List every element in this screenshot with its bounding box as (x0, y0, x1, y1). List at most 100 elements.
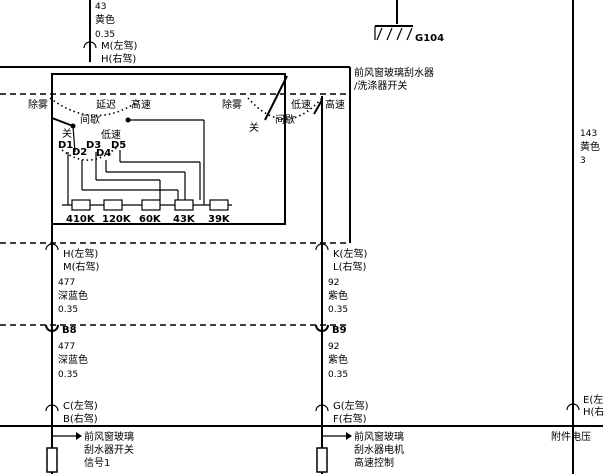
right-wire1-color: 紫色 (328, 289, 348, 302)
switch-title-line1: 前风窗玻璃刮水器 (354, 66, 434, 79)
resistor-2 (103, 199, 123, 211)
top-wire-color: 黄色 (95, 13, 115, 26)
right-wire2-color: 紫色 (328, 353, 348, 366)
right-pin-rhd: L(右驾) (333, 260, 366, 273)
left-contact-arm (51, 117, 74, 127)
right-wire1-gauge: 0.35 (328, 305, 348, 315)
right-edge-lhd: E(左 (583, 393, 603, 406)
right-wire1-number: 92 (328, 278, 339, 288)
right-pin-lhd: K(左驾) (333, 247, 367, 260)
left-pos-low: 低速 (101, 128, 121, 141)
right-pos-high: 高速 (325, 98, 345, 111)
resistor-label-2: 120K (102, 214, 132, 225)
ground-g104: G104 (374, 0, 444, 44)
diode-d2: D2 (72, 147, 87, 158)
left-arm-link (72, 125, 76, 153)
right-wire2-gauge: 0.35 (328, 370, 348, 380)
left-pos-mist: 除雾 (28, 98, 48, 111)
right-edge-color: 黄色 (580, 140, 600, 153)
ground-hatch-2 (386, 27, 393, 41)
left-pin-arc-1 (45, 243, 59, 251)
right-edge-rhd: H(右 (583, 405, 603, 418)
right-connector-label: B9 (332, 325, 347, 336)
top-wire-number: 43 (95, 2, 106, 12)
left-wire1-number: 477 (58, 278, 75, 288)
ground-label: G104 (415, 33, 444, 44)
high-node (125, 117, 131, 123)
right-edge-pin-arc (566, 403, 580, 411)
diode-d5: D5 (111, 140, 126, 151)
top-wire-group: 43 黄色 0.35 M(左驾) H(右驾) (83, 0, 138, 65)
left-contact-sweep (49, 97, 141, 117)
left-dest-line1: 前风窗玻璃 (84, 430, 134, 443)
resistor-ladder: 410K 120K 60K 43K 39K (62, 162, 232, 225)
right-bottom-lhd: G(左驾) (333, 399, 369, 412)
top-wire-gauge: 0.35 (95, 30, 115, 40)
left-branch: H(左驾) M(右驾) 477 深蓝色 0.35 B8 477 深蓝色 0.35… (45, 224, 134, 474)
resistor-label-4: 43K (173, 214, 196, 225)
left-bottom-lhd: C(左驾) (63, 399, 98, 412)
right-dest-line3: 高速控制 (354, 456, 394, 469)
right-dest-line2: 刮水器电机 (354, 443, 404, 456)
right-pos-intermittent: 间歇 (275, 113, 295, 126)
top-pin-arc (83, 41, 97, 49)
left-connector-label: B8 (62, 325, 77, 336)
right-contact-hook (313, 99, 323, 115)
right-contact-sweep (247, 97, 323, 120)
wiper-switch: 前风窗玻璃刮水器 /洗涤器开关 除雾 延迟 高速 关 间歇 低速 D1 D2 D… (0, 66, 434, 243)
resistor-3 (141, 199, 161, 211)
resistor-4 (174, 199, 194, 211)
accessory-voltage-label: 附件电压 (551, 430, 591, 443)
right-branch: K(左驾) L(右驾) 92 紫色 0.35 B9 92 紫色 0.35 G(左… (315, 238, 404, 474)
diode-d4: D4 (96, 148, 111, 159)
left-pos-high: 高速 (131, 98, 151, 111)
left-wire1-gauge: 0.35 (58, 305, 78, 315)
left-pos-off: 关 (62, 127, 72, 140)
left-pos-intermittent: 间歇 (80, 113, 100, 126)
diode-d1: D1 (58, 140, 73, 151)
right-bottom-rhd: F(右驾) (333, 412, 367, 425)
left-dest-line2: 刮水器开关 (84, 443, 134, 456)
left-wire2-number: 477 (58, 342, 75, 352)
right-edge-number: 143 (580, 129, 597, 139)
left-arrow-head (76, 432, 82, 440)
right-edge-pin: 3 (580, 156, 586, 166)
left-connector-cup (45, 324, 59, 332)
resistor-1 (71, 199, 91, 211)
right-pin-arc-1 (315, 243, 329, 251)
left-wire2-color: 深蓝色 (58, 353, 88, 366)
right-contact-arm (264, 75, 288, 121)
diode-d3: D3 (86, 140, 101, 151)
right-dest-line1: 前风窗玻璃 (354, 430, 404, 443)
top-pin-rhd: H(右驾) (101, 52, 136, 65)
right-wire2-number: 92 (328, 342, 339, 352)
right-pin-arc-2 (315, 404, 329, 412)
left-pos-delay: 延迟 (96, 98, 116, 111)
left-bottom-rhd: B(右驾) (63, 412, 98, 425)
left-dest-line3: 信号1 (84, 457, 110, 469)
right-edge-wire-group: 143 黄色 3 E(左 H(右 (566, 0, 603, 474)
switch-inner-box (51, 73, 286, 225)
left-wire2-gauge: 0.35 (58, 370, 78, 380)
left-pin-lhd: H(左驾) (63, 247, 98, 260)
resistor-5 (209, 199, 229, 211)
resistor-label-5: 39K (208, 214, 231, 225)
resistor-label-3: 60K (139, 214, 162, 225)
ground-hatch-1 (376, 27, 383, 41)
right-component-body (316, 447, 328, 473)
right-pos-mist: 除雾 (222, 98, 242, 111)
right-pos-low: 低速 (291, 98, 311, 111)
top-pin-lhd: M(左驾) (101, 39, 138, 52)
switch-title-line2: /洗涤器开关 (354, 79, 407, 92)
ground-hatch-3 (396, 27, 403, 41)
left-component-body (46, 447, 58, 473)
right-arrow-head (346, 432, 352, 440)
right-connector-cup (315, 324, 329, 332)
ground-hatch-4 (406, 27, 413, 41)
resistor-label-1: 410K (66, 214, 96, 225)
left-pin-rhd: M(右驾) (63, 260, 100, 273)
left-wire1-color: 深蓝色 (58, 289, 88, 302)
right-pos-off: 关 (249, 121, 259, 134)
left-pin-arc-2 (45, 404, 59, 412)
